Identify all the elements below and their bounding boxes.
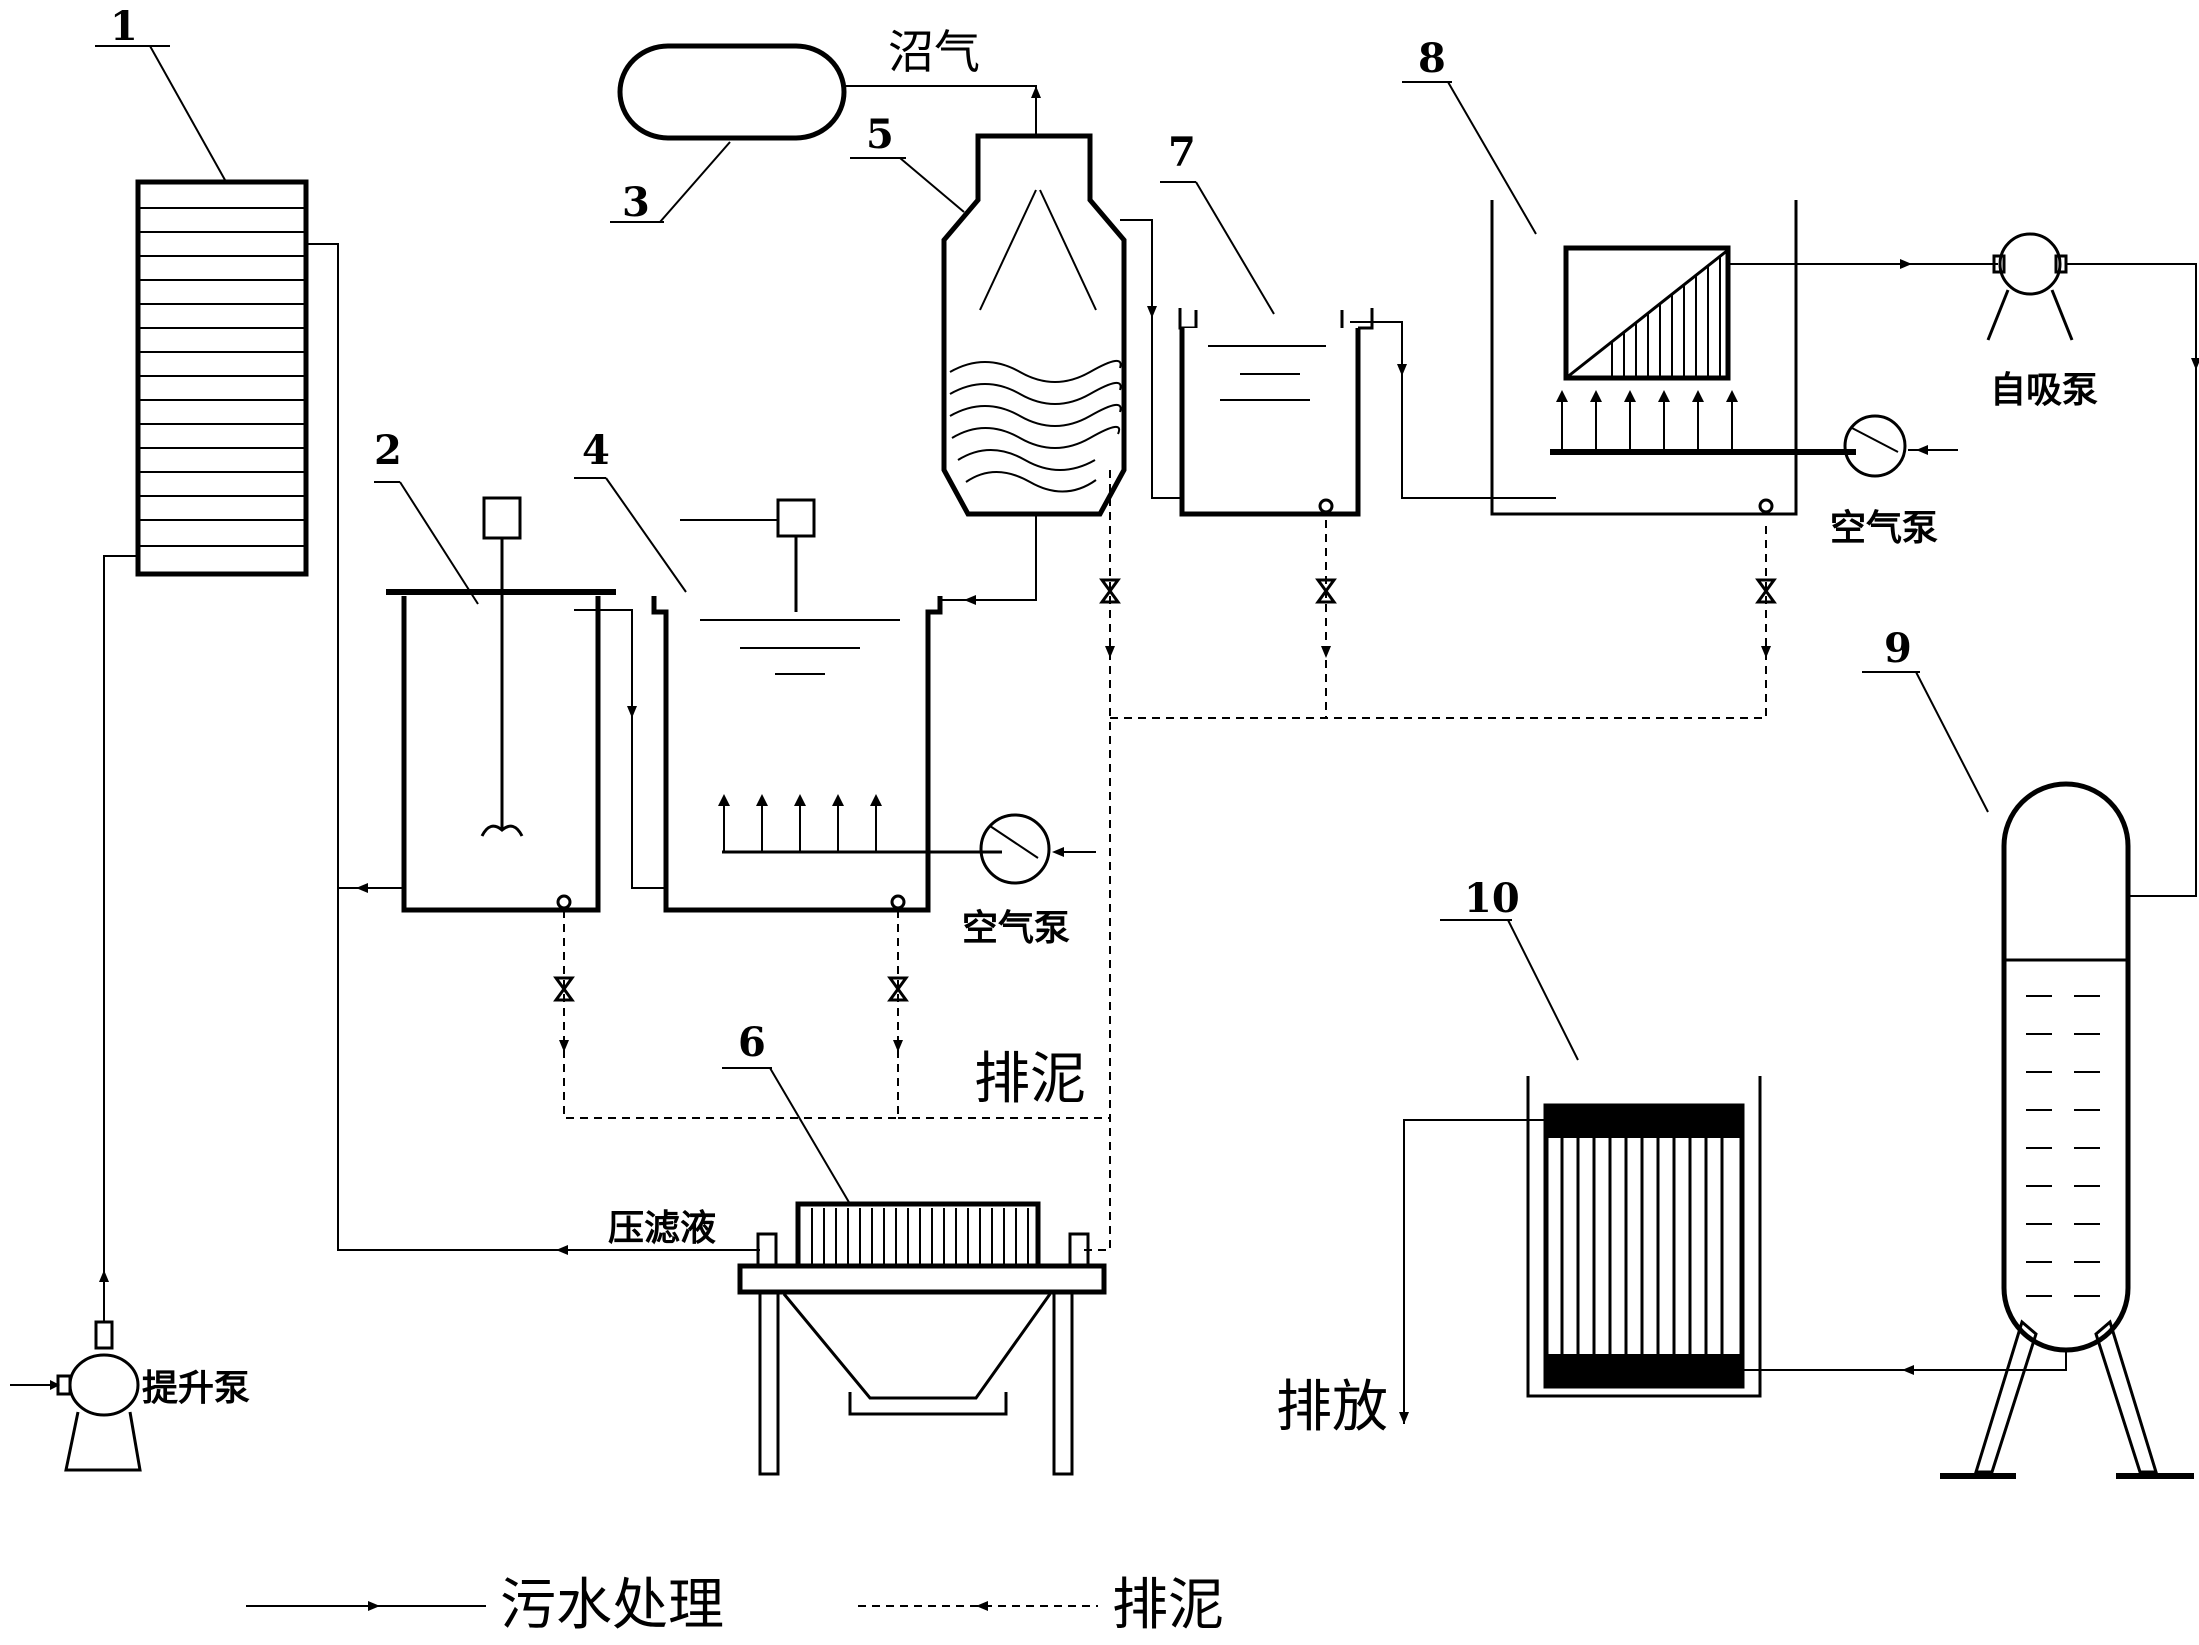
lift-pump-pipes bbox=[10, 555, 140, 1390]
pipe-7-to-8 bbox=[1350, 321, 1556, 499]
legend-sludge-label: 排泥 bbox=[1112, 1573, 1224, 1638]
unit-3-gas-holder bbox=[617, 43, 847, 141]
air-pump-1-icon bbox=[979, 813, 1096, 885]
unit-2-callout: 2 bbox=[374, 427, 479, 605]
unit-10-number: 10 bbox=[1464, 875, 1520, 922]
pipe-1-to-2 bbox=[306, 243, 760, 1255]
sludge-valves bbox=[553, 578, 1777, 1052]
unit-2-number: 2 bbox=[374, 427, 402, 474]
pipe-9-to-10 bbox=[1742, 1348, 2067, 1375]
filtrate-label: 压滤液 bbox=[608, 1208, 716, 1249]
unit-4-tank bbox=[651, 498, 1002, 913]
valve-icon bbox=[1755, 578, 1777, 604]
self-priming-pump-label: 自吸泵 bbox=[1990, 370, 2098, 411]
biogas-pipe bbox=[844, 85, 1041, 136]
lift-pump-icon bbox=[56, 1320, 142, 1472]
self-priming-pump-icon bbox=[1986, 232, 2074, 341]
air-pump-1-label: 空气泵 bbox=[962, 908, 1070, 949]
pipe-4-to-5 bbox=[940, 508, 1037, 605]
unit-4-number: 4 bbox=[582, 427, 610, 474]
valve-icon bbox=[1315, 578, 1337, 604]
unit-10-callout: 10 bbox=[1440, 875, 1579, 1061]
unit-5-callout: 5 bbox=[850, 111, 965, 213]
sludge-lines bbox=[563, 470, 1767, 1251]
unit-4-callout: 4 bbox=[574, 427, 687, 593]
unit-9-callout: 9 bbox=[1862, 625, 1989, 813]
unit-7-number: 7 bbox=[1168, 129, 1196, 176]
unit-3-number: 3 bbox=[622, 179, 650, 226]
discharge-label: 排放 bbox=[1276, 1375, 1388, 1440]
unit-10-module bbox=[1526, 1076, 1762, 1398]
pipe-8-to-pump bbox=[1728, 259, 1998, 269]
pipe-2-to-4 bbox=[574, 609, 670, 889]
unit-5-number: 5 bbox=[866, 111, 894, 158]
biogas-label: 沼气 bbox=[888, 25, 980, 79]
unit-9-tank bbox=[1940, 781, 2194, 1479]
unit-8-callout: 8 bbox=[1402, 35, 1537, 235]
valve-icon bbox=[887, 976, 909, 1002]
unit-7-callout: 7 bbox=[1160, 129, 1275, 315]
legend: 污水处理 排泥 bbox=[246, 1573, 1224, 1638]
unit-1-number: 1 bbox=[110, 3, 138, 50]
unit-6-number: 6 bbox=[738, 1019, 766, 1066]
unit-7-tank bbox=[1178, 308, 1374, 517]
unit-1-tank bbox=[135, 179, 309, 577]
unit-9-number: 9 bbox=[1884, 625, 1912, 672]
air-pump-2-label: 空气泵 bbox=[1830, 508, 1938, 549]
unit-2-tank bbox=[386, 496, 616, 913]
sludge-discharge-label: 排泥 bbox=[974, 1047, 1086, 1112]
legend-sludge-line bbox=[858, 1601, 1098, 1611]
valve-icon bbox=[553, 976, 575, 1002]
unit-8-tank bbox=[1490, 200, 1856, 516]
legend-sewage-line bbox=[246, 1601, 486, 1611]
unit-6-filter-press bbox=[737, 1201, 1107, 1476]
unit-6-callout: 6 bbox=[722, 1019, 851, 1205]
legend-sewage-label: 污水处理 bbox=[500, 1573, 724, 1638]
discharge-pipe bbox=[1399, 1119, 1546, 1424]
unit-3-callout: 3 bbox=[610, 141, 731, 226]
unit-8-number: 8 bbox=[1418, 35, 1446, 82]
unit-5-reactor bbox=[941, 133, 1127, 517]
lift-pump-label: 提升泵 bbox=[142, 1368, 250, 1409]
pipe-pump-to-9 bbox=[2066, 263, 2199, 897]
air-pump-2-icon bbox=[1843, 414, 1958, 478]
unit-1-callout: 1 bbox=[95, 3, 226, 181]
valve-icon bbox=[1099, 578, 1121, 604]
